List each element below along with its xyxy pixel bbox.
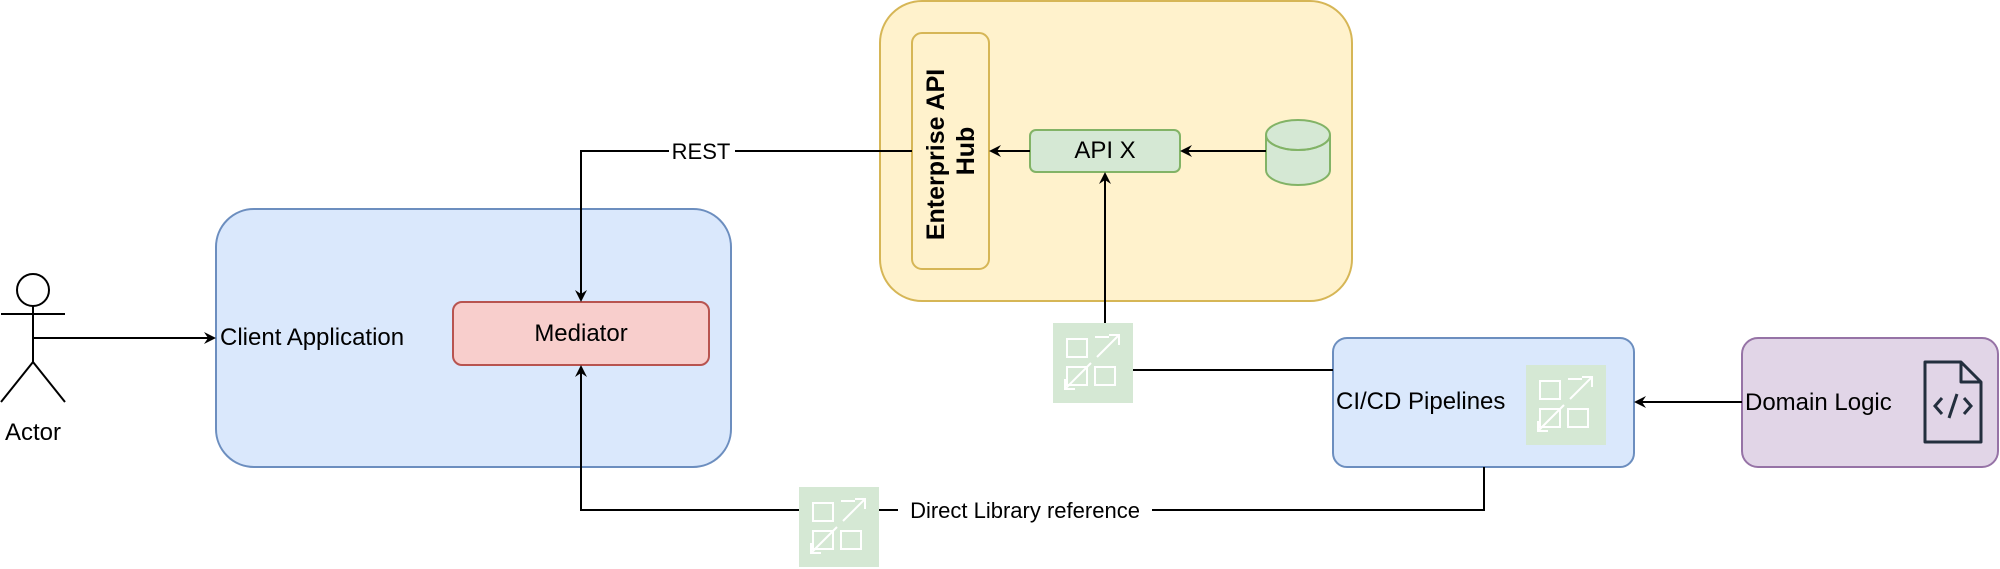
cicd-label: CI/CD Pipelines xyxy=(1336,388,1505,415)
direct-lib-label: Direct Library reference xyxy=(910,498,1140,523)
package-icon[interactable] xyxy=(799,487,879,567)
domain-logic-label: Domain Logic xyxy=(1745,389,1892,416)
code-file-icon xyxy=(1923,360,1983,444)
api-x-label: API X xyxy=(1074,137,1135,164)
mediator-label: Mediator xyxy=(534,320,627,347)
rest-label: REST xyxy=(672,139,731,164)
actor-figure-icon[interactable] xyxy=(0,273,66,403)
database-icon[interactable] xyxy=(1265,119,1331,186)
package-icon[interactable] xyxy=(1526,365,1606,445)
package-icon[interactable] xyxy=(1053,323,1133,403)
client-app-label: Client Application xyxy=(220,324,404,351)
rest-connector xyxy=(575,150,912,302)
enterprise-hub-label: Enterprise API Hub xyxy=(922,62,980,240)
actor-label: Actor xyxy=(5,419,61,446)
